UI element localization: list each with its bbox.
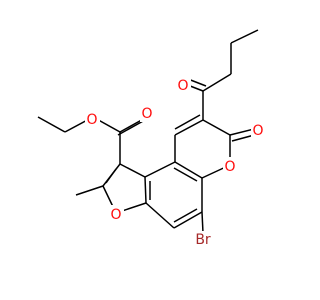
bond [117,119,146,136]
molecule-structure: O O O O O O Br [37,29,266,248]
bond [37,116,66,133]
furan-oxygen-label: O [110,207,121,223]
bond [174,119,204,136]
ester-ether-oxygen-label: O [86,112,97,128]
ester-carbonyl-oxygen-label: O [141,106,152,122]
bond [173,208,198,223]
bond [145,202,175,229]
bromine-label: Br [195,232,211,248]
atom-label-layer: O O O O O O Br [85,77,266,248]
bond [144,176,147,204]
bond [230,29,259,44]
bond [174,161,203,179]
pyranone-carbonyl-oxygen-label: O [252,123,263,139]
pyranone-ring-oxygen-label: O [224,159,235,175]
bond [144,161,176,178]
bond [105,168,117,184]
bond [201,211,204,234]
bond [202,73,232,92]
bond [119,163,146,178]
bond [75,185,104,196]
bond [202,119,231,136]
bond [173,211,203,229]
ketone-oxygen-label: O [177,78,188,94]
bond [174,114,201,130]
bond [173,167,198,182]
bond-layer [37,29,259,234]
